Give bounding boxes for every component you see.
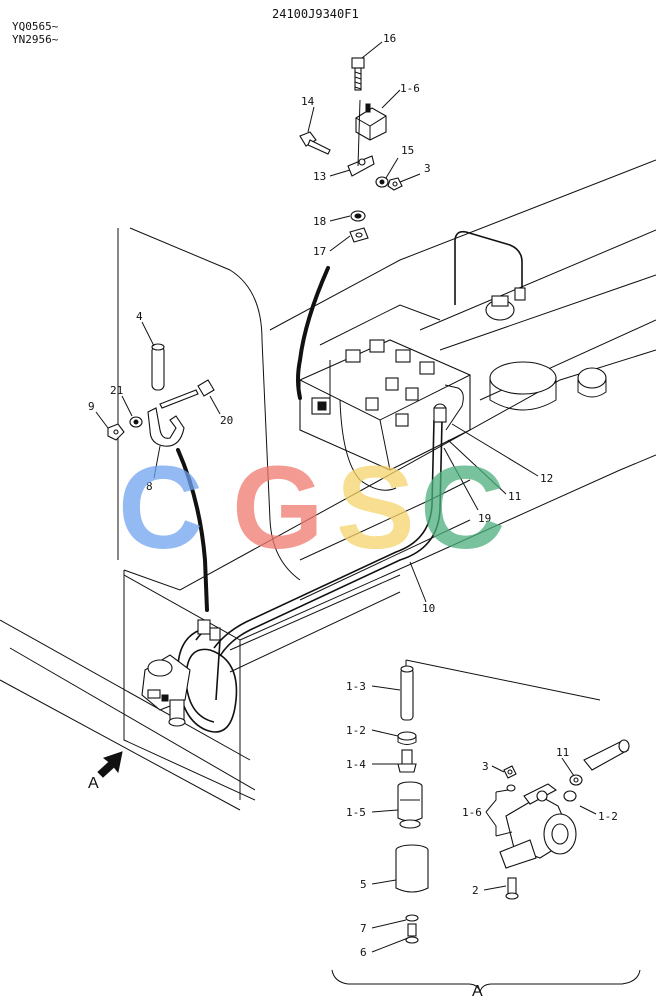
callout-1-6-detail: 1-6 [462, 806, 482, 819]
watermark-letter-3: S [336, 442, 415, 574]
detail-a: A [331, 659, 641, 1000]
callout-1-6: 1-6 [400, 82, 420, 95]
block-leaders [409, 423, 539, 603]
callout-14: 14 [301, 95, 315, 108]
callout-12: 12 [540, 472, 553, 485]
callout-15: 15 [401, 144, 414, 157]
tank-cap [454, 230, 607, 411]
callout-1-5: 1-5 [346, 806, 366, 819]
top-bracket-parts [299, 41, 421, 252]
callout-18: 18 [313, 215, 326, 228]
callout-1-2-detail: 1-2 [598, 810, 618, 823]
harness-top [296, 266, 330, 400]
callout-5: 5 [360, 878, 367, 891]
harness-left [176, 448, 209, 612]
callout-2: 2 [472, 884, 479, 897]
detail-label: A [472, 983, 483, 1000]
callout-1-2: 1-2 [346, 724, 366, 737]
callout-21: 21 [110, 384, 123, 397]
watermark-letter-4: C [420, 442, 505, 574]
callout-7: 7 [360, 922, 367, 935]
view-arrow-label: A [88, 775, 99, 792]
solenoid-assembly-installed [141, 654, 191, 727]
callout-4: 4 [136, 310, 143, 323]
serial-range-1: YQ0565~ [12, 20, 59, 33]
watermark-letter-1: C [118, 442, 203, 574]
callout-16: 16 [383, 32, 396, 45]
callout-3-detail: 3 [482, 760, 489, 773]
callout-1-4: 1-4 [346, 758, 366, 771]
callout-20: 20 [220, 414, 233, 427]
watermark-letter-2: G [232, 442, 324, 574]
callout-11-detail: 11 [556, 746, 569, 759]
callout-labels: 16 1-6 14 15 3 13 18 17 4 21 9 20 8 12 1… [88, 32, 618, 959]
callout-13: 13 [313, 170, 326, 183]
callout-8: 8 [146, 480, 153, 493]
clamp-parts [95, 321, 221, 479]
part-number: 24100J9340F1 [272, 7, 359, 21]
watermark: C G S C [118, 442, 505, 574]
valve-block [299, 304, 471, 471]
callout-6: 6 [360, 946, 367, 959]
callout-9: 9 [88, 400, 95, 413]
view-arrow: A [88, 751, 123, 792]
callout-1-3: 1-3 [346, 680, 366, 693]
machine-body [0, 159, 656, 811]
callout-17: 17 [313, 245, 326, 258]
callout-3: 3 [424, 162, 431, 175]
hose-10 [213, 384, 464, 657]
callout-19: 19 [478, 512, 491, 525]
serial-range-2: YN2956~ [12, 33, 59, 46]
callout-10: 10 [422, 602, 435, 615]
callout-11: 11 [508, 490, 521, 503]
